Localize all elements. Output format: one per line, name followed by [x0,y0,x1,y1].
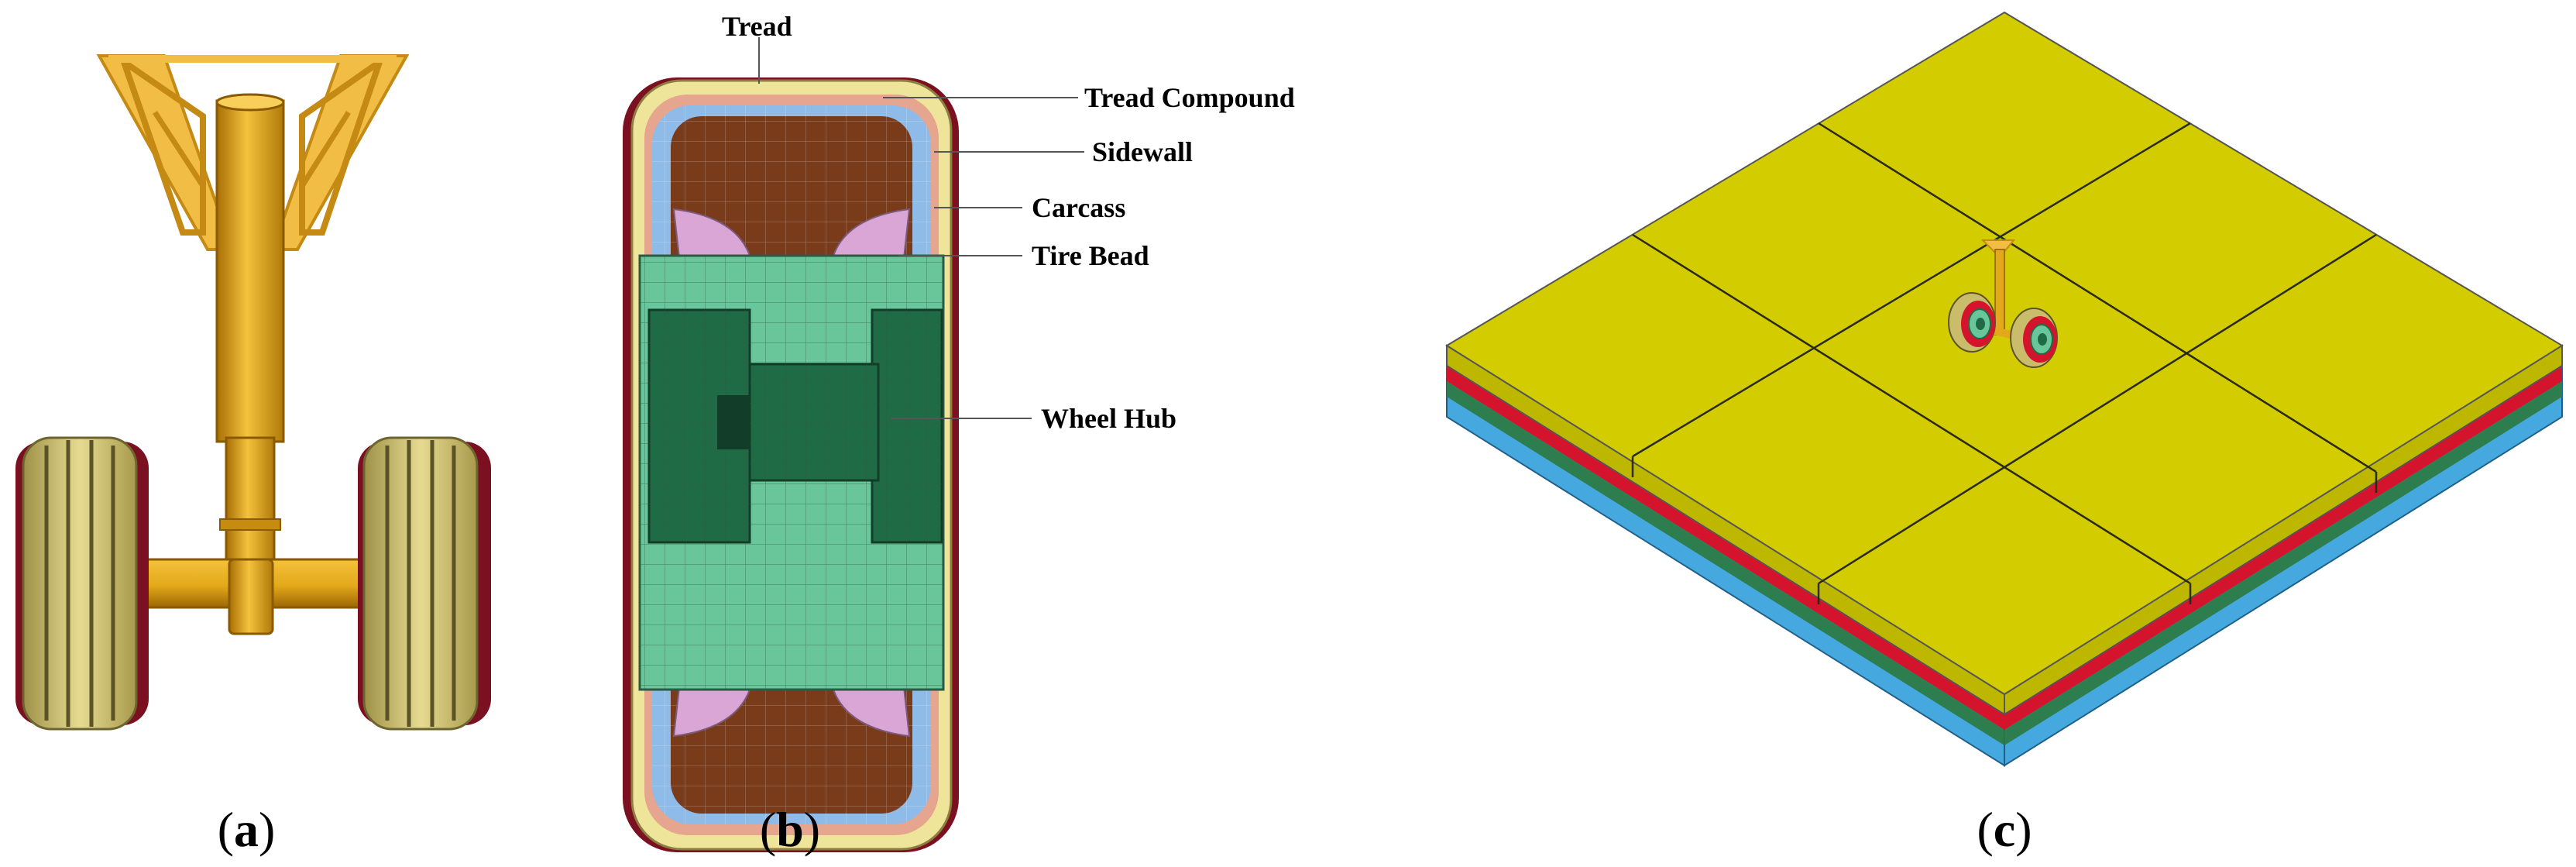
label-wheel-hub: Wheel Hub [1041,403,1176,434]
pavement-slab-joints [1631,122,2378,604]
callout-lines [758,37,1084,419]
pavement-top-surface [1445,11,2564,696]
label-tire-bead: Tire Bead [1032,240,1149,271]
tire-cross-section: Tread Tread Compound Sidewall Carcass Ti… [623,11,1295,852]
caption-b: (b) [760,802,820,857]
pavement-landing-gear [1948,239,2058,368]
label-carcass: Carcass [1032,192,1125,223]
gear-left-wheel [15,436,149,731]
landing-gear-model [15,53,491,731]
gear-strut-lower [225,436,276,571]
gear-strut-upper [215,99,285,443]
gear-top-bracket [96,53,410,251]
gear-right-wheel [358,436,491,731]
caption-a: (a) [218,802,276,857]
label-sidewall: Sidewall [1092,136,1193,167]
caption-c: (c) [1977,802,2032,857]
pavement-layer-green-left [1447,381,2004,745]
pavement-layer-green-right [2004,381,2562,745]
pavement-gear-wheel-right [2010,308,2058,368]
label-tread: Tread [722,11,792,42]
pavement-model [1445,11,2564,767]
pavement-layer-red-right [2004,366,2562,730]
pavement-layer-red-left [1447,366,2004,730]
wheel-hub [638,254,945,691]
pavement-gear-wheel-left [1948,292,1996,353]
label-tread-compound: Tread Compound [1084,82,1295,113]
